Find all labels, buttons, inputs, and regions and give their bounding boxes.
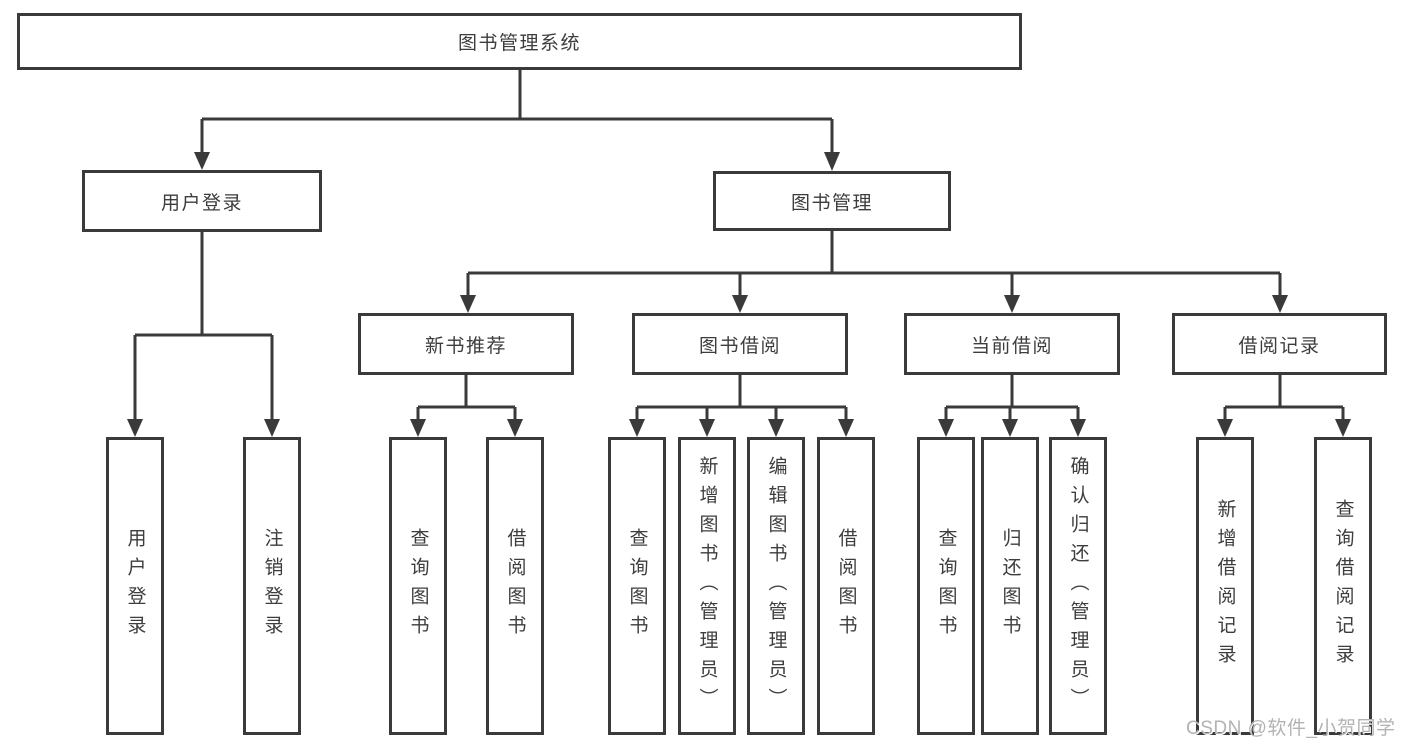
csdn-watermark: CSDN @软件_小贺同学 xyxy=(1186,718,1396,739)
leaf-add-borrow-record: 新增借阅记录 xyxy=(1196,437,1254,735)
leaf-query-books-borrowing: 查询图书 xyxy=(608,437,666,735)
node-user-login-label: 用户登录 xyxy=(160,192,243,214)
node-current-borrowing: 当前借阅 xyxy=(904,313,1120,375)
leaf-label: 查询图书 xyxy=(626,528,648,644)
leaf-label: 确认归还（管理员） xyxy=(1067,455,1089,717)
leaf-add-books-admin: 新增图书（管理员） xyxy=(678,437,736,735)
leaf-label: 新增借阅记录 xyxy=(1214,499,1236,673)
leaf-logout: 注销登录 xyxy=(243,437,301,735)
node-root-label: 图书管理系统 xyxy=(457,33,581,54)
node-current-borrowing-label: 当前借阅 xyxy=(970,335,1053,357)
leaf-confirm-return-admin: 确认归还（管理员） xyxy=(1049,437,1107,735)
connector-root-to-level2 xyxy=(194,70,840,171)
node-new-book-recommend: 新书推荐 xyxy=(358,313,574,375)
leaf-label: 查询图书 xyxy=(407,528,429,644)
node-book-management-label: 图书管理 xyxy=(790,192,873,214)
leaf-query-books-current: 查询图书 xyxy=(917,437,975,735)
node-user-login: 用户登录 xyxy=(82,170,322,232)
leaf-borrow-books-recommend: 借阅图书 xyxy=(486,437,544,735)
leaf-label: 借阅图书 xyxy=(835,528,857,644)
connector-new-book-recommend-to-leaves xyxy=(410,375,523,437)
leaf-label: 注销登录 xyxy=(261,528,283,644)
leaf-label: 归还图书 xyxy=(999,528,1021,644)
leaf-return-books: 归还图书 xyxy=(981,437,1039,735)
leaf-label: 查询图书 xyxy=(935,528,957,644)
leaf-borrow-books: 借阅图书 xyxy=(817,437,875,735)
node-borrow-records-label: 借阅记录 xyxy=(1238,335,1321,357)
node-new-book-recommend-label: 新书推荐 xyxy=(424,335,507,357)
leaf-edit-books-admin: 编辑图书（管理员） xyxy=(747,437,805,735)
leaf-label: 编辑图书（管理员） xyxy=(765,455,787,717)
leaf-query-books-recommend: 查询图书 xyxy=(389,437,447,735)
connector-book-management-to-level3 xyxy=(460,231,1288,313)
node-root: 图书管理系统 xyxy=(17,13,1022,70)
leaf-label: 新增图书（管理员） xyxy=(696,455,718,717)
leaf-query-borrow-record: 查询借阅记录 xyxy=(1314,437,1372,735)
node-book-management: 图书管理 xyxy=(713,171,951,231)
leaf-label: 借阅图书 xyxy=(504,528,526,644)
leaf-label: 用户登录 xyxy=(124,528,146,644)
node-book-borrowing: 图书借阅 xyxy=(632,313,848,375)
connector-borrow-records-to-leaves xyxy=(1217,375,1351,437)
leaf-user-login: 用户登录 xyxy=(106,437,164,735)
connector-book-borrowing-to-leaves xyxy=(629,375,854,437)
node-book-borrowing-label: 图书借阅 xyxy=(698,335,781,357)
connector-current-borrowing-to-leaves xyxy=(938,375,1086,437)
leaf-label: 查询借阅记录 xyxy=(1332,499,1354,673)
connector-user-login-to-leaves xyxy=(127,232,280,437)
node-borrow-records: 借阅记录 xyxy=(1172,313,1387,375)
